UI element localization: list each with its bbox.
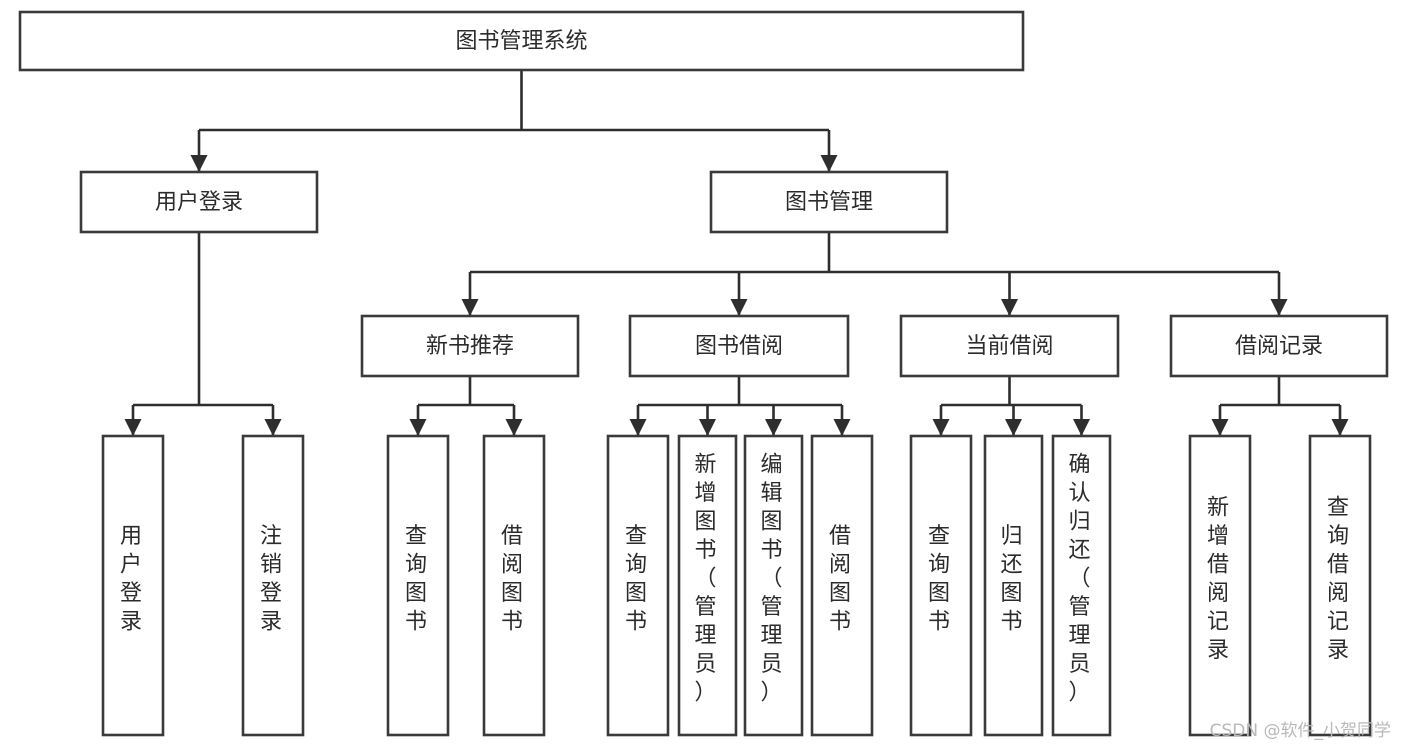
node-box-leaf-query-book-3 — [909, 434, 973, 737]
node-label-book-manage: 图书管理 — [785, 190, 873, 215]
node-leaf-query-book-1[interactable]: 查询图书 — [386, 434, 450, 737]
node-label-leaf-edit-book: 编辑图书（管理员） — [760, 453, 786, 706]
edge-arrowhead — [124, 419, 142, 436]
node-leaf-add-record[interactable]: 新增借阅记录 — [1188, 434, 1252, 737]
node-leaf-query-book-2[interactable]: 查询图书 — [606, 434, 670, 737]
node-label-leaf-confirm-return: 确认归还（管理员） — [1068, 453, 1094, 706]
edge-arrowhead — [932, 419, 950, 436]
node-box-user-login — [79, 170, 319, 234]
edge-arrowhead — [1001, 299, 1018, 316]
edge-arrowhead — [190, 155, 208, 172]
node-label-leaf-query-record: 查询借阅记录 — [1327, 495, 1353, 663]
node-label-book-borrow: 图书借阅 — [695, 334, 783, 359]
edge-arrowhead — [629, 419, 647, 436]
node-box-leaf-confirm-return — [1051, 434, 1112, 737]
edge-arrowhead — [1073, 419, 1090, 436]
node-leaf-query-record[interactable]: 查询借阅记录 — [1308, 434, 1372, 737]
edge-arrowhead — [699, 419, 716, 436]
watermark-label: CSDN @软件_小贺同学 — [1209, 721, 1391, 741]
node-box-leaf-user-logout — [241, 434, 305, 737]
node-user-login[interactable]: 用户登录 — [79, 170, 319, 234]
node-book-manage[interactable]: 图书管理 — [709, 170, 949, 234]
edge-arrowhead — [765, 419, 782, 436]
node-leaf-query-book-3[interactable]: 查询图书 — [909, 434, 973, 737]
node-box-leaf-borrow-book-1 — [482, 434, 546, 737]
node-label-user-login: 用户登录 — [155, 190, 243, 215]
node-label-leaf-user-logout: 注销登录 — [260, 524, 286, 635]
edge-arrowhead — [1331, 419, 1349, 436]
edge-arrowhead — [1005, 419, 1022, 436]
node-book-borrow[interactable]: 图书借阅 — [628, 314, 850, 378]
node-box-leaf-query-book-2 — [606, 434, 670, 737]
edge-arrowhead — [820, 155, 838, 172]
node-box-leaf-return-book — [983, 434, 1044, 737]
node-box-borrow-record — [1169, 314, 1389, 378]
node-leaf-edit-book[interactable]: 编辑图书（管理员） — [743, 434, 804, 737]
edges-layer — [124, 70, 1349, 436]
node-box-new-book-recommend — [360, 314, 580, 378]
node-label-leaf-query-book-1: 查询图书 — [405, 524, 431, 635]
node-box-leaf-user-login — [101, 434, 165, 737]
node-borrow-record[interactable]: 借阅记录 — [1169, 314, 1389, 378]
edge-arrowhead — [461, 299, 479, 316]
node-label-leaf-user-login: 用户登录 — [120, 524, 146, 635]
node-leaf-return-book[interactable]: 归还图书 — [983, 434, 1044, 737]
node-label-leaf-borrow-book-1: 借阅图书 — [501, 524, 527, 635]
edge-arrowhead — [833, 419, 851, 436]
node-box-root — [18, 10, 1025, 72]
node-box-leaf-borrow-book-2 — [810, 434, 874, 737]
node-box-current-borrow — [899, 314, 1120, 378]
node-box-leaf-add-record — [1188, 434, 1252, 737]
node-label-leaf-add-book: 新增图书（管理员） — [694, 453, 720, 706]
node-box-leaf-add-book — [677, 434, 738, 737]
node-box-leaf-edit-book — [743, 434, 804, 737]
edge-arrowhead — [1270, 299, 1288, 316]
node-leaf-confirm-return[interactable]: 确认归还（管理员） — [1051, 434, 1112, 737]
node-label-leaf-query-book-2: 查询图书 — [625, 524, 651, 635]
node-box-book-borrow — [628, 314, 850, 378]
node-box-leaf-query-record — [1308, 434, 1372, 737]
node-label-leaf-query-book-3: 查询图书 — [928, 524, 954, 635]
node-box-leaf-query-book-1 — [386, 434, 450, 737]
nodes-layer: 图书管理系统用户登录图书管理新书推荐图书借阅当前借阅借阅记录用户登录注销登录查询… — [18, 10, 1389, 737]
node-leaf-user-logout[interactable]: 注销登录 — [241, 434, 305, 737]
node-label-current-borrow: 当前借阅 — [965, 334, 1053, 359]
node-new-book-recommend[interactable]: 新书推荐 — [360, 314, 580, 378]
node-label-leaf-add-record: 新增借阅记录 — [1207, 495, 1233, 663]
node-root[interactable]: 图书管理系统 — [18, 10, 1025, 72]
edge-arrowhead — [505, 419, 523, 436]
node-leaf-user-login[interactable]: 用户登录 — [101, 434, 165, 737]
node-leaf-add-book[interactable]: 新增图书（管理员） — [677, 434, 738, 737]
edge-arrowhead — [730, 299, 748, 316]
edge-arrowhead — [1211, 419, 1229, 436]
edge-arrowhead — [264, 419, 282, 436]
node-current-borrow[interactable]: 当前借阅 — [899, 314, 1120, 378]
node-label-borrow-record: 借阅记录 — [1235, 334, 1323, 359]
node-leaf-borrow-book-2[interactable]: 借阅图书 — [810, 434, 874, 737]
node-label-leaf-borrow-book-2: 借阅图书 — [829, 524, 855, 635]
node-box-book-manage — [709, 170, 949, 234]
edge-arrowhead — [409, 419, 427, 436]
node-label-root: 图书管理系统 — [455, 29, 587, 54]
node-label-new-book-recommend: 新书推荐 — [426, 334, 514, 359]
node-label-leaf-return-book: 归还图书 — [1000, 524, 1026, 635]
node-leaf-borrow-book-1[interactable]: 借阅图书 — [482, 434, 546, 737]
